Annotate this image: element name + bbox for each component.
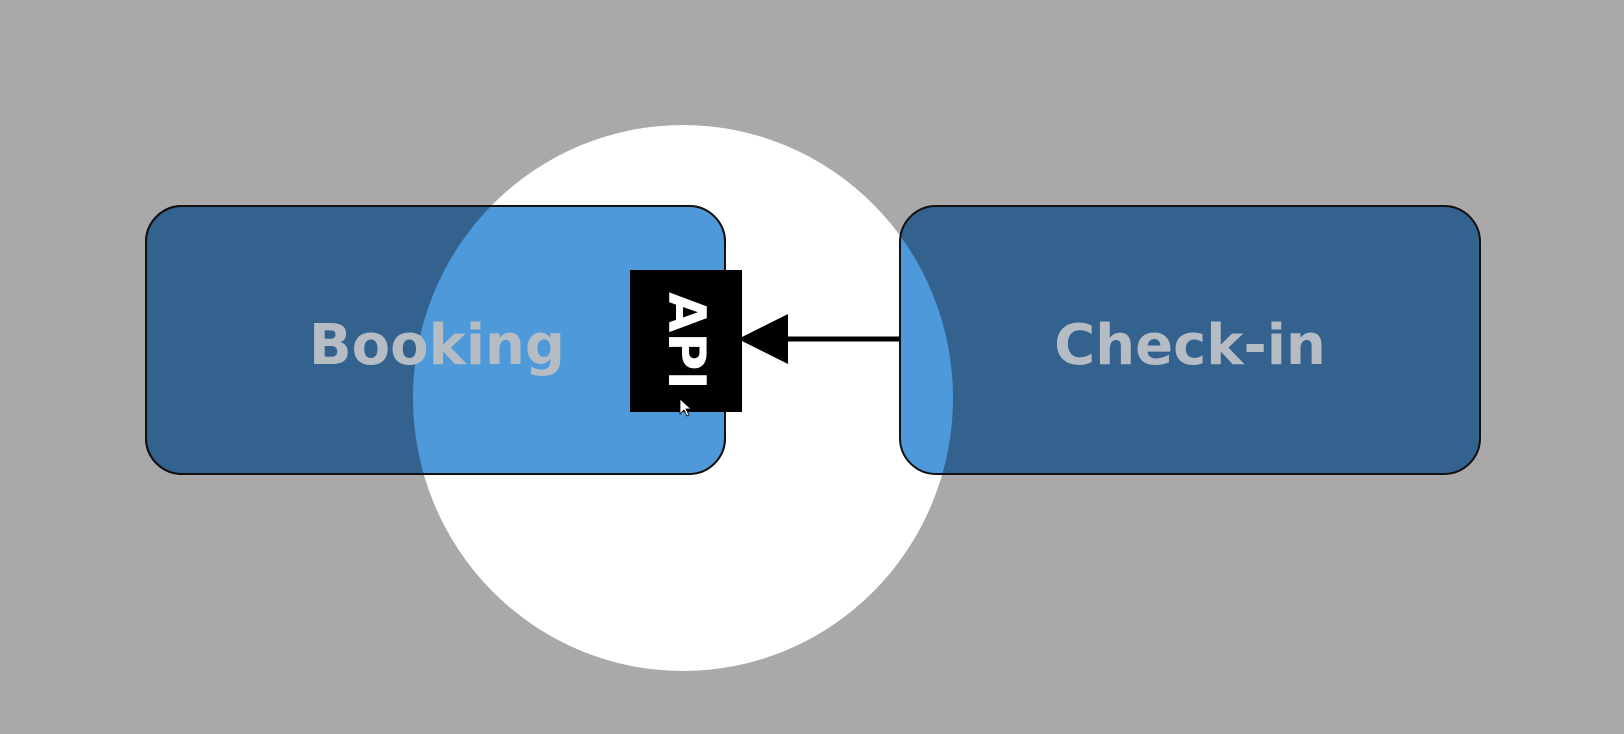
api-label: API <box>656 292 716 390</box>
api-block[interactable]: API <box>630 270 742 412</box>
api-block-bg <box>630 270 742 412</box>
booking-box[interactable]: Booking <box>145 205 726 475</box>
checkin-box-border <box>899 205 1481 475</box>
checkin-label: Check-in <box>1054 313 1326 378</box>
mouse-pointer-icon <box>679 398 693 417</box>
checkin-box-fill <box>900 206 1480 474</box>
checkin-box[interactable]: Check-in <box>899 205 1481 475</box>
booking-label: Booking <box>309 313 565 378</box>
booking-box-lit-fill <box>413 206 725 474</box>
